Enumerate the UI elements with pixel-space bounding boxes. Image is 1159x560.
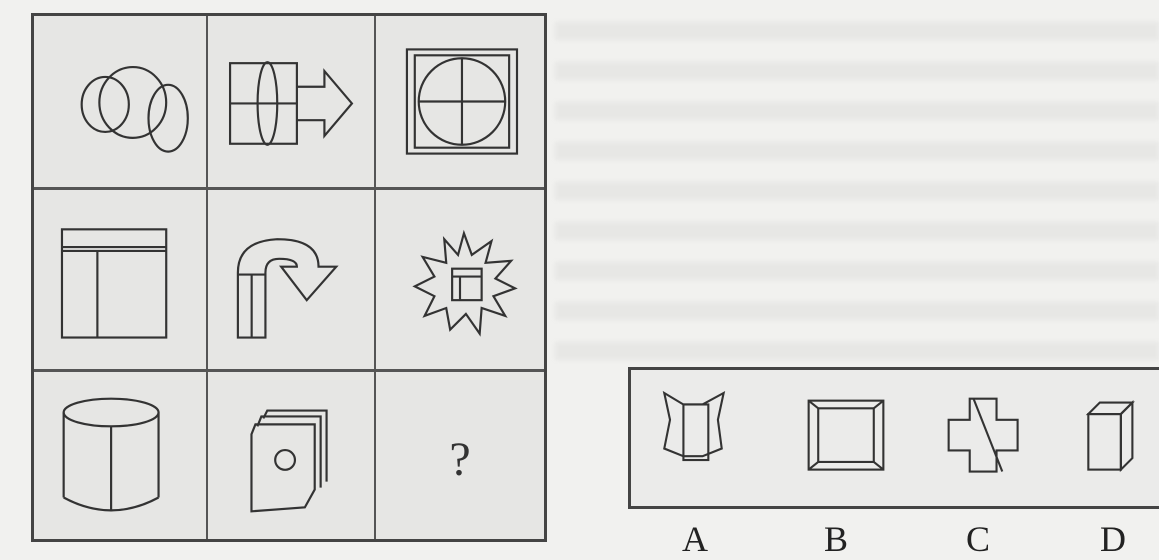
puzzle-grid: ?	[31, 13, 547, 542]
split-cross-icon	[931, 370, 1041, 506]
cell-1-2	[208, 16, 376, 190]
folded-banner-icon	[643, 370, 743, 506]
cell-3-1	[34, 372, 208, 539]
starburst-box-icon	[376, 190, 544, 369]
option-b-figure[interactable]	[791, 370, 901, 506]
window-panel-icon	[34, 190, 206, 369]
ovals-cluster-icon	[34, 16, 206, 187]
cell-3-3: ?	[376, 372, 544, 539]
circle-cross-in-square-icon	[376, 16, 544, 187]
cylinder-icon	[34, 372, 206, 539]
option-label-a: A	[682, 518, 708, 560]
answer-options	[628, 367, 1159, 509]
cell-2-2	[208, 190, 376, 372]
option-c-figure[interactable]	[931, 370, 1041, 506]
beveled-frame-icon	[791, 370, 901, 506]
option-d-figure[interactable]	[1075, 370, 1159, 506]
cell-3-2	[208, 372, 376, 539]
curved-arrow-icon	[208, 190, 374, 369]
option-label-c: C	[966, 518, 990, 560]
stacked-cards-icon	[208, 372, 374, 539]
arrow-with-oval-icon	[208, 16, 374, 187]
option-label-d: D	[1100, 518, 1126, 560]
cell-1-3	[376, 16, 544, 190]
option-label-b: B	[824, 518, 848, 560]
background-text-blur	[555, 0, 1159, 360]
missing-cell-marker: ?	[376, 432, 544, 487]
cell-2-3	[376, 190, 544, 372]
cell-2-1	[34, 190, 208, 372]
box-icon	[1075, 370, 1159, 506]
option-a-figure[interactable]	[643, 370, 743, 506]
cell-1-1	[34, 16, 208, 190]
